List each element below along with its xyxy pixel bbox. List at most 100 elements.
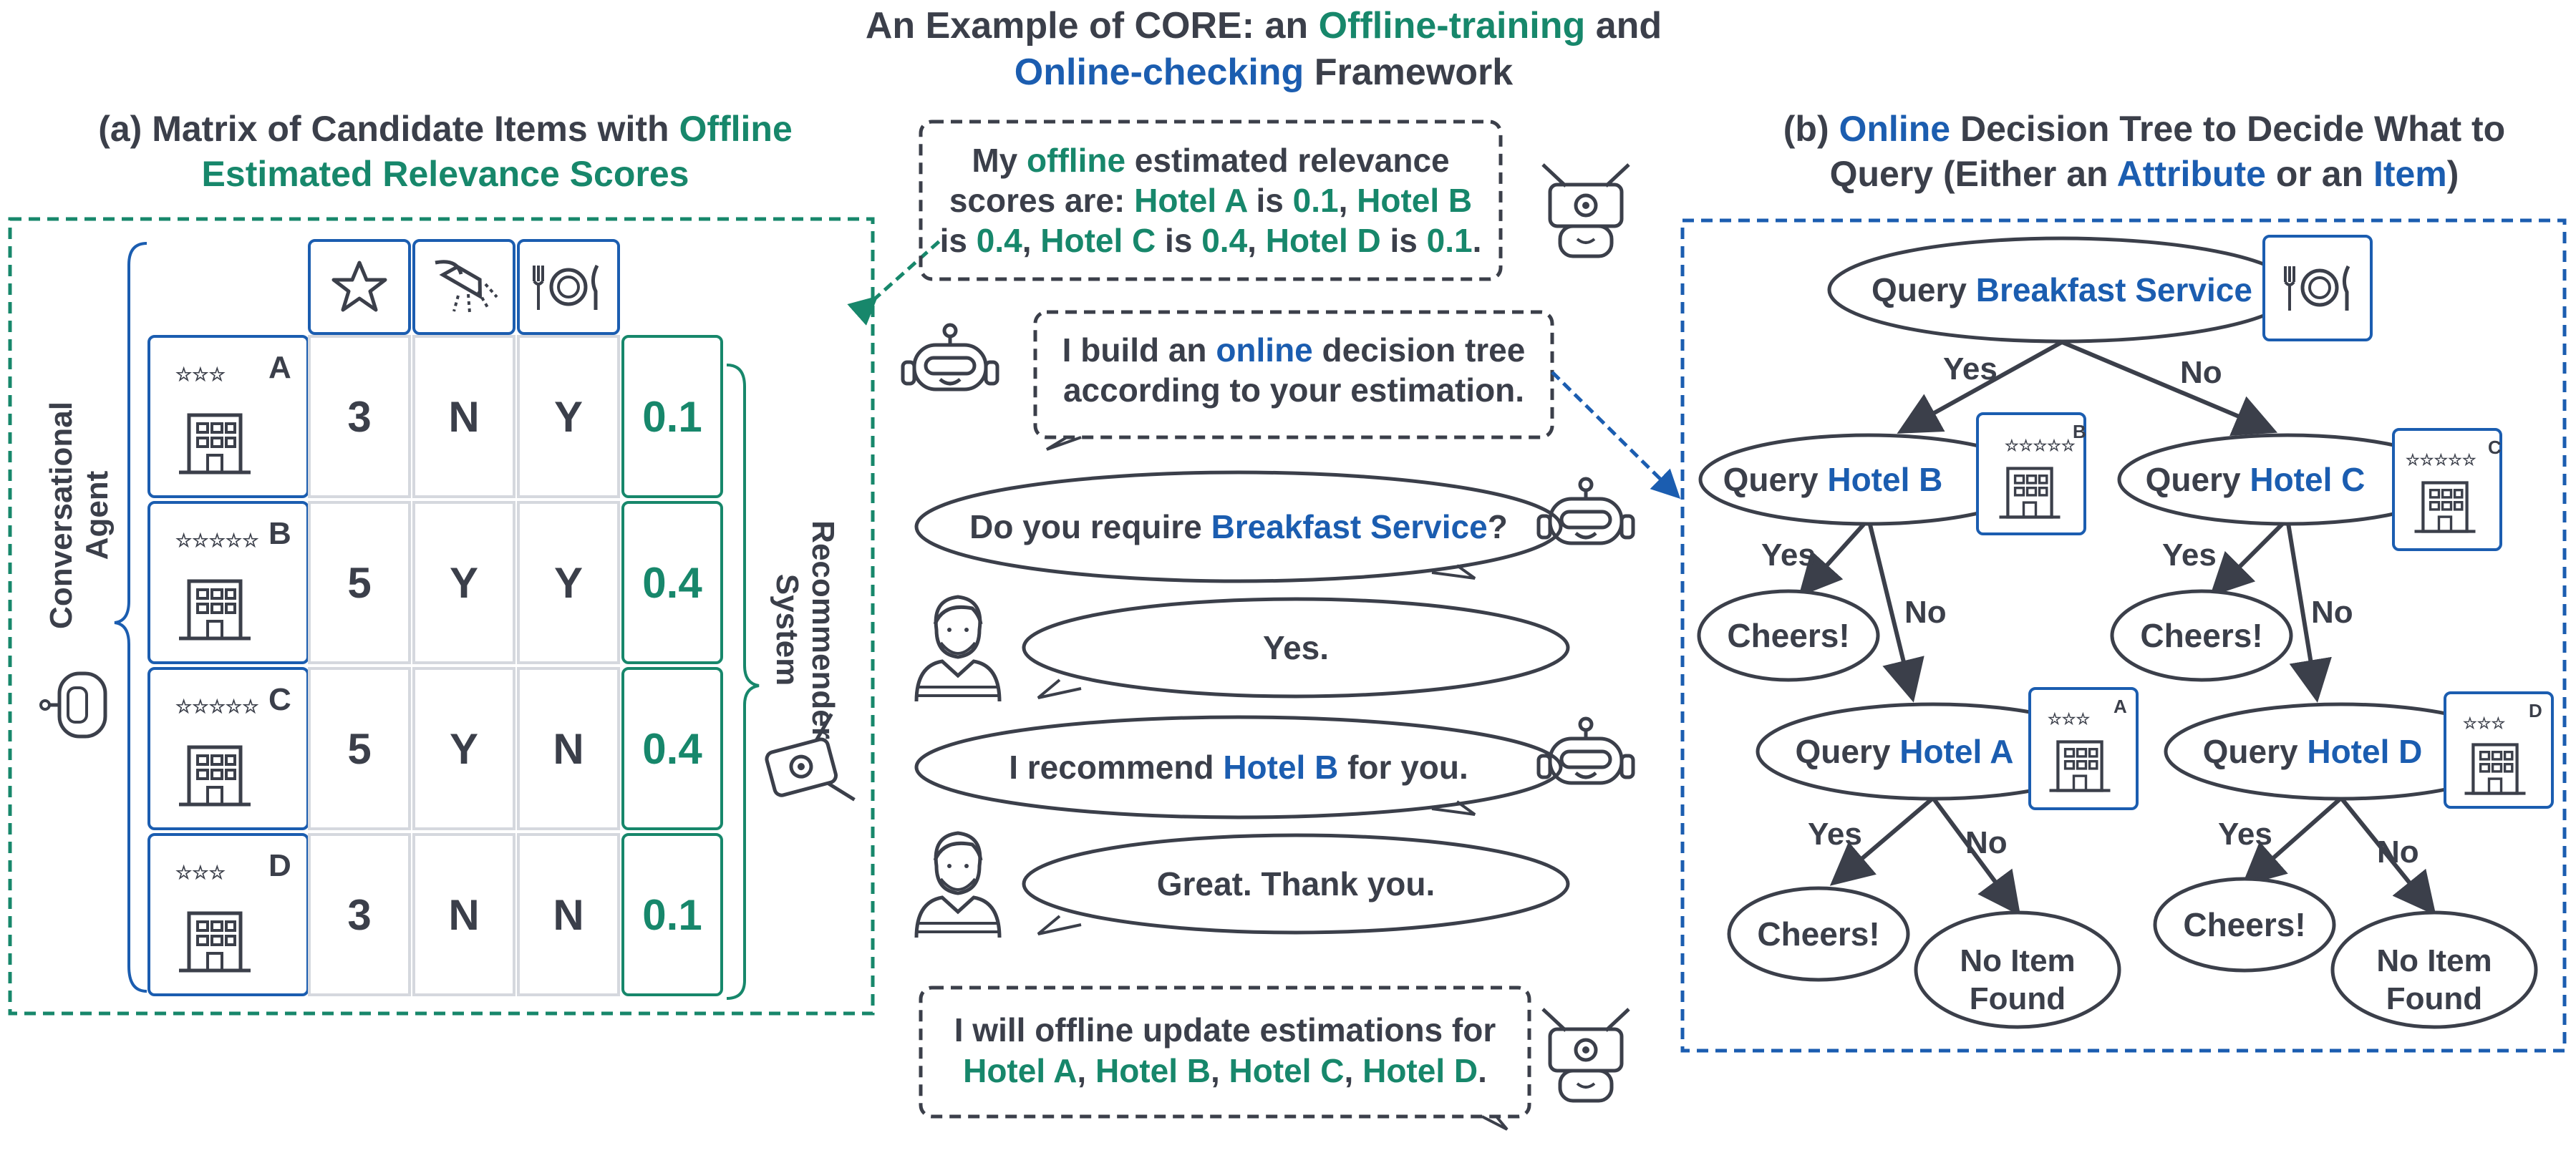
bubble1-line3: is 0.4, Hotel C is 0.4, Hotel D is 0.1. (940, 222, 1482, 259)
hotel-d-node-label: Query Hotel D (2203, 733, 2423, 770)
edge-label-no: No (1904, 595, 1947, 630)
edge-label-no: No (2311, 595, 2353, 630)
root-node-badge (2262, 235, 2373, 341)
matrix-cell-value: 3 (347, 393, 371, 441)
bubble5-text: I recommend Hotel B for you. (1009, 749, 1468, 786)
dialog-bubble-user-yes (1022, 597, 1570, 699)
dialog-bubble-breakfast-question (914, 470, 1563, 583)
user-avatar-icon-2 (916, 833, 999, 938)
matrix-cell (517, 501, 620, 664)
badge-letter: A (2113, 696, 2127, 717)
tree-link-arrow (1551, 371, 1681, 500)
panel-b-title-line1: (b) Online Decision Tree to Decide What … (1783, 109, 2505, 149)
leaf-cheers-label: Cheers! (1727, 617, 1849, 654)
panel-a-frame (8, 217, 875, 1016)
matrix-cell (517, 667, 620, 830)
matrix-cell-value: N (448, 891, 479, 939)
dialog-bubble-recommendation (914, 715, 1563, 819)
leaf-no-item-label: Found (2386, 981, 2482, 1016)
matrix-cell-value: Y (450, 725, 478, 773)
leaf-no-item-label: No Item (1960, 943, 2075, 978)
recommender-robot-icon-1 (1543, 165, 1629, 256)
edge-label-yes: Yes (1761, 537, 1816, 573)
leaf-cheers-label: Cheers! (2183, 906, 2305, 943)
hotel-c-node-label: Query Hotel C (2146, 461, 2366, 498)
bubble2-line1: I build an online decision tree (1062, 331, 1526, 369)
recommender-brace (726, 364, 760, 1000)
bubble1-line2: scores are: Hotel A is 0.1, Hotel B (949, 182, 1472, 219)
matrix-cell (517, 335, 620, 498)
hotel-letter: A (268, 350, 291, 385)
agent-robot-icon-1 (903, 325, 997, 389)
agent-brace (114, 242, 147, 993)
score-cell (621, 833, 723, 996)
hotel-letter: B (268, 516, 291, 551)
hotel-letter: D (268, 848, 291, 883)
stars-3: ☆☆☆ (2048, 710, 2090, 728)
leaf-no-item-label: Found (1970, 981, 2066, 1016)
leaf-cheers-label: Cheers! (1757, 915, 1879, 953)
leaf-no-item (1914, 910, 2121, 1029)
hotel-b-badge (1976, 412, 2086, 535)
leaf-cheers (2153, 877, 2336, 973)
panel-a-title-line1: (a) Matrix of Candidate Items with Offli… (98, 109, 793, 149)
star-icon (334, 263, 385, 310)
edge-label-no: No (2180, 355, 2222, 390)
matrix-cell (308, 335, 411, 498)
leaf-cheers (2110, 589, 2293, 682)
matrix-cell (412, 833, 515, 996)
bubble7-line2: Hotel A, Hotel B, Hotel C, Hotel D. (963, 1052, 1487, 1089)
matrix-cell (412, 501, 515, 664)
relevance-score: 0.1 (642, 393, 702, 441)
col-header-shower (412, 239, 515, 335)
matrix-cell (412, 335, 515, 498)
recommender-label-line2: System (770, 574, 805, 686)
dialog-bubble-offline-update (919, 986, 1531, 1119)
badge-letter: D (2529, 700, 2542, 721)
relevance-score: 0.1 (642, 891, 702, 939)
leaf-cheers (1697, 589, 1880, 682)
root-node-label: Query Breakfast Service (1872, 271, 2252, 308)
bubble7-line1: I will offline update estimations for (954, 1011, 1496, 1049)
edge-label-yes: Yes (2162, 537, 2217, 573)
matrix-cell-value: N (553, 725, 584, 773)
panel-a-link-arrow (847, 235, 946, 326)
bubble3-text: Do you require Breakfast Service? (969, 508, 1508, 545)
matrix-cell-value: Y (450, 559, 478, 607)
score-cell (621, 667, 723, 830)
badge-letter: B (2073, 421, 2086, 442)
hotel-stars: ☆☆☆☆☆ (175, 696, 259, 717)
matrix-cell-value: 3 (347, 891, 371, 939)
stars-3: ☆☆☆ (2463, 714, 2505, 732)
agent-robot-icon-3 (1539, 719, 1633, 783)
matrix-cell (308, 667, 411, 830)
score-cell (621, 501, 723, 664)
stars-5: ☆☆☆☆☆ (2406, 451, 2476, 469)
matrix-cell-value: Y (554, 559, 583, 607)
leaf-no-item (2330, 910, 2538, 1029)
user-avatar-icon-1 (916, 597, 999, 701)
bubble1-line1: My offline estimated relevance (972, 142, 1449, 179)
recommender-robot-icon (765, 713, 856, 802)
edge-label-yes: Yes (1808, 817, 1862, 852)
badge-letter: C (2488, 437, 2502, 458)
relevance-score: 0.4 (642, 559, 702, 607)
hotel-stars: ☆☆☆ (175, 364, 226, 385)
matrix-cell-value: 5 (347, 725, 371, 773)
matrix-cell-value: Y (554, 393, 583, 441)
leaf-cheers (1727, 886, 1910, 982)
bubble6-text: Great. Thank you. (1157, 865, 1435, 903)
leaf-no-item-label: No Item (2376, 943, 2492, 978)
bubble4-text: Yes. (1263, 629, 1329, 666)
matrix-cell-value: 5 (347, 559, 371, 607)
matrix-cell-value: N (553, 891, 584, 939)
hotel-stars: ☆☆☆☆☆ (175, 530, 259, 551)
bubble2-line2: according to your estimation. (1063, 371, 1524, 409)
dining-icon (534, 266, 597, 310)
agent-label-line1: Conversational (44, 402, 79, 629)
edge-label-yes: Yes (2218, 817, 2272, 852)
stars-5: ☆☆☆☆☆ (2005, 437, 2076, 454)
dialog-bubble-offline-scores (919, 120, 1503, 281)
relevance-score: 0.4 (642, 725, 702, 773)
